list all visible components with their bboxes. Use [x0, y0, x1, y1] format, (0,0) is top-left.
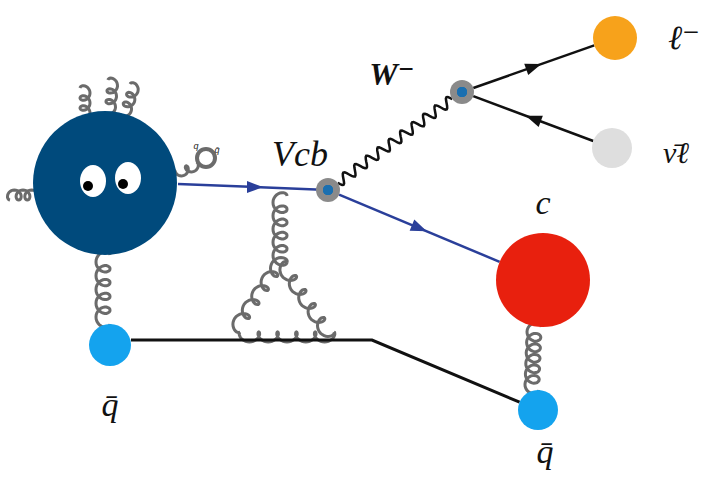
- w-vertex: W⁻: [450, 80, 474, 104]
- particle-label: c: [535, 186, 550, 220]
- eye: [115, 162, 141, 194]
- spectator-antiquark: q̄: [89, 324, 131, 366]
- particle-label: W⁻: [369, 58, 414, 90]
- gluon: [280, 261, 334, 336]
- arrow-head: [410, 220, 427, 232]
- antineutrino: ν̄ℓ: [592, 128, 632, 168]
- gluon: [96, 252, 110, 327]
- particle-label: q̄: [537, 435, 554, 469]
- quark-label: q: [193, 142, 198, 151]
- particle-line: [338, 97, 453, 185]
- gluon-lines: [8, 78, 335, 342]
- eye: [80, 165, 106, 197]
- particle-line: [339, 195, 500, 262]
- gluon: [273, 193, 287, 266]
- particle-label: Vcb: [272, 136, 328, 172]
- particle-line: [473, 96, 593, 141]
- pupil: [83, 181, 93, 191]
- particle-label: q̄: [102, 388, 119, 422]
- quark-label: q̄: [214, 146, 219, 155]
- particle-label: ℓ⁻: [668, 21, 700, 55]
- lepton: ℓ⁻: [593, 16, 637, 60]
- gluon: [105, 78, 118, 114]
- particle-line: [525, 323, 541, 394]
- b-meson: [33, 111, 177, 255]
- charm-quark: c: [496, 233, 590, 327]
- gluon: [175, 162, 198, 176]
- spectator-antiquark: q̄: [518, 390, 558, 430]
- pupil: [118, 179, 128, 189]
- gluon: [120, 83, 138, 117]
- vcb-vertex: Vcb: [316, 178, 340, 202]
- particle-line: [131, 340, 520, 402]
- arrow-head: [247, 181, 263, 193]
- arrow-head: [526, 116, 543, 127]
- particle-label: ν̄ℓ: [663, 138, 689, 168]
- particle-line: [473, 45, 594, 88]
- quark-loop: [197, 149, 215, 167]
- arrow-head: [524, 64, 541, 75]
